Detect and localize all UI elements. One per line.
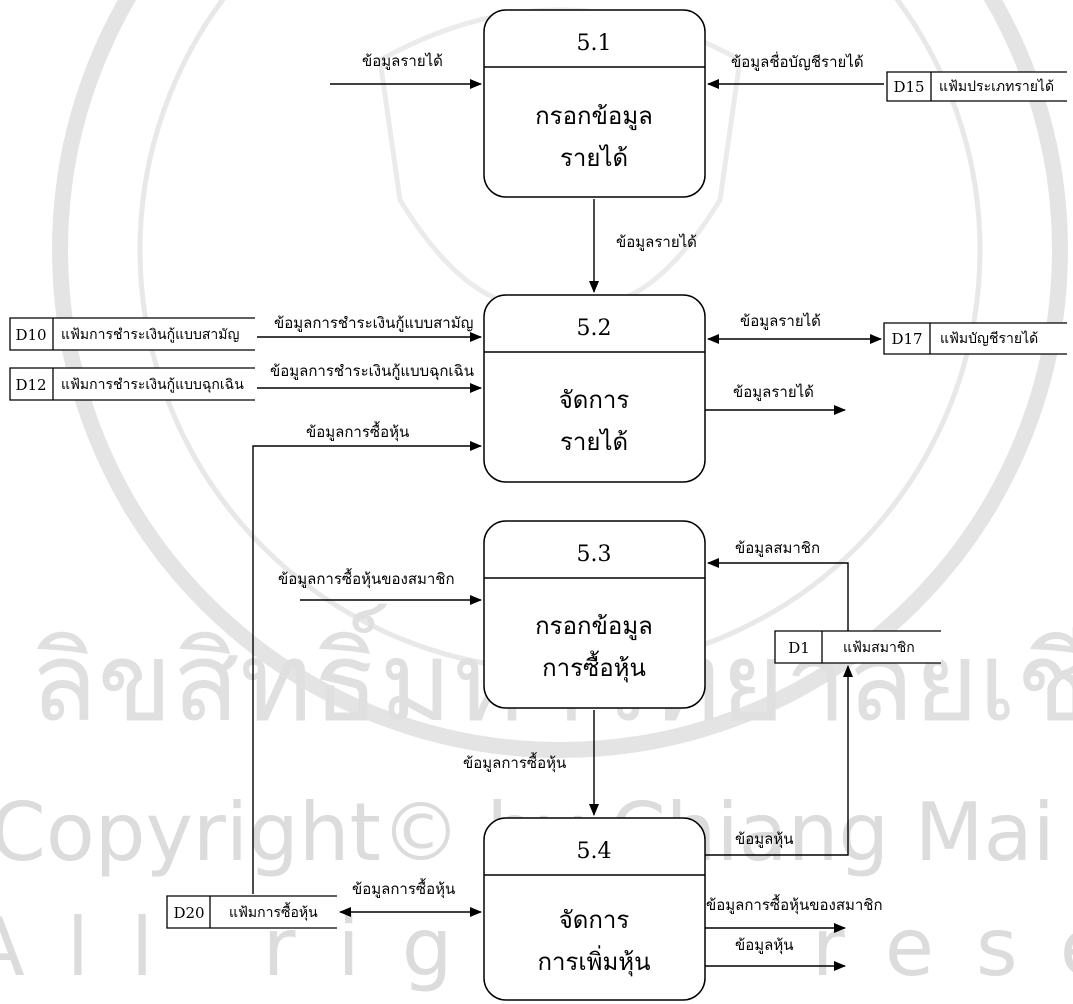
process-box [483, 817, 706, 1001]
store-name: แฟ้มการซื้อหุ้น [229, 902, 318, 921]
process-number: 5.1 [577, 31, 612, 56]
store-id: D15 [893, 78, 924, 96]
flow-label: ข้อมูลการซื้อหุ้นของสมาชิก [706, 894, 883, 915]
flow-label: ข้อมูลหุ้น [735, 936, 793, 955]
store-id: D17 [891, 330, 922, 348]
flow-label: ข้อมูลการซื้อหุ้น [352, 878, 455, 899]
process-title-line1: จัดการ [559, 386, 630, 414]
data-store-d1[interactable]: D1 แฟ้มสมาชิก [774, 630, 941, 664]
data-store-d17[interactable]: D17 แฟ้มบัญชีรายได้ [883, 322, 1067, 355]
flow-label: ข้อมูลการชำระเงินกู้แบบฉุกเฉิน [270, 362, 474, 381]
flow-label: ข้อมูลรายได้ [733, 383, 814, 401]
flow-arrow [252, 441, 482, 894]
process-title-line1: กรอกข้อมูล [535, 612, 653, 641]
flow-arrow [705, 665, 853, 856]
flow-label: ข้อมูลรายได้ [740, 312, 821, 330]
process-title-line2: รายได้ [560, 428, 628, 456]
store-name: แฟ้มการชำระเงินกู้แบบฉุกเฉิน [61, 377, 244, 393]
store-id: D12 [15, 376, 46, 394]
store-name: แฟ้มการชำระเงินกู้แบบสามัญ [61, 327, 240, 343]
flow-label: ข้อมูลหุ้น [735, 830, 793, 849]
data-store-d10[interactable]: D10 แฟ้มการชำระเงินกู้แบบสามัญ [9, 317, 255, 351]
process-5-4[interactable]: 5.4 จัดการ การเพิ่มหุ้น [483, 817, 706, 1001]
seal-outer-ring [52, 0, 1068, 758]
process-number: 5.3 [577, 542, 612, 567]
flow-labels: ข้อมูลรายได้ ข้อมูลชื่อบัญชีรายได้ ข้อมู… [270, 51, 883, 955]
store-name: แฟ้มบัญชีรายได้ [940, 330, 1038, 347]
process-5-3[interactable]: 5.3 กรอกข้อมูล การซื้อหุ้น [483, 520, 706, 709]
process-box [483, 9, 706, 198]
flow-arrow [707, 558, 849, 631]
process-5-1[interactable]: 5.1 กรอกข้อมูล รายได้ [483, 9, 706, 198]
flow-label: ข้อมูลรายได้ [362, 52, 443, 70]
flow-label: ข้อมูลการซื้อหุ้นของสมาชิก [278, 568, 455, 589]
process-box [483, 294, 706, 483]
process-number: 5.2 [577, 316, 612, 341]
process-title-line1: จัดการ [559, 906, 630, 934]
flow-label: ข้อมูลการซื้อหุ้น [306, 421, 409, 442]
flow-label: ข้อมูลรายได้ [616, 233, 697, 251]
process-title-line2: การเพิ่มหุ้น [538, 945, 651, 977]
store-outline [774, 630, 941, 664]
flow-label: ข้อมูลการชำระเงินกู้แบบสามัญ [274, 314, 473, 332]
store-outline [9, 367, 255, 401]
flow-label: ข้อมูลการซื้อหุ้น [463, 752, 566, 773]
store-id: D1 [788, 639, 810, 657]
process-box [483, 520, 706, 709]
process-title-line1: กรอกข้อมูล [535, 102, 653, 131]
process-5-2[interactable]: 5.2 จัดการ รายได้ [483, 294, 706, 483]
process-title-line2: การซื้อหุ้น [542, 650, 646, 683]
data-store-d15[interactable]: D15 แฟ้มประเภทรายได้ [886, 71, 1067, 102]
store-id: D20 [173, 904, 204, 922]
data-store-d20[interactable]: D20 แฟ้มการซื้อหุ้น [166, 895, 337, 929]
process-title-line2: รายได้ [560, 144, 628, 172]
process-number: 5.4 [577, 839, 612, 864]
flow-label: ข้อมูลชื่อบัญชีรายได้ [731, 51, 864, 71]
store-name: แฟ้มประเภทรายได้ [939, 78, 1054, 95]
flow-label: ข้อมูลสมาชิก [735, 539, 820, 557]
data-flows [252, 79, 884, 971]
data-store-d12[interactable]: D12 แฟ้มการชำระเงินกู้แบบฉุกเฉิน [9, 367, 255, 401]
store-outline [9, 317, 255, 351]
store-id: D10 [15, 326, 46, 344]
store-outline [886, 71, 1067, 102]
store-name: แฟ้มสมาชิก [843, 640, 915, 656]
